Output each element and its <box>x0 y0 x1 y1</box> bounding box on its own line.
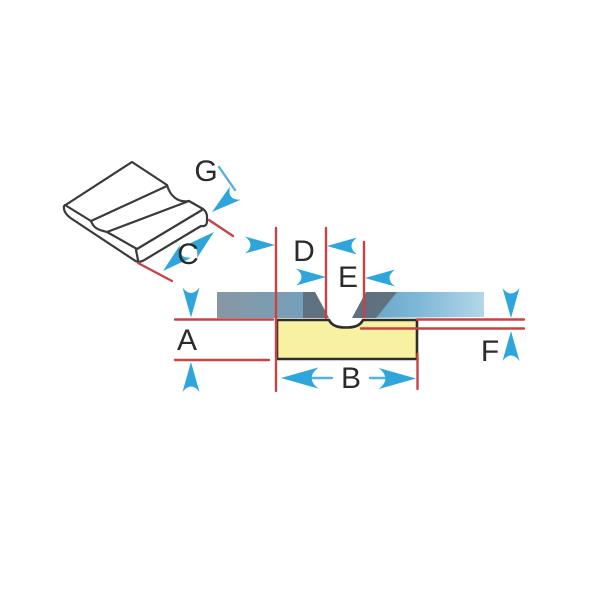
label-c: C <box>177 238 199 271</box>
bar-3d-outline <box>62 160 209 263</box>
backing-bar-cross-section <box>277 320 417 359</box>
isometric-backing-bar <box>62 160 209 263</box>
label-d: D <box>293 235 315 268</box>
g-leader-line <box>217 165 237 192</box>
dimension-labels: G C D E A B F <box>177 155 499 395</box>
bar-3d-groove-near-line <box>105 199 191 234</box>
label-e: E <box>338 261 358 294</box>
label-a: A <box>177 324 197 357</box>
bar-3d-front-corner-edge <box>134 248 140 262</box>
bar-3d-groove-far-line <box>89 184 169 223</box>
dim-c-tick-upper <box>207 218 235 238</box>
dim-c-tick-lower <box>136 261 174 283</box>
backing-bar-border <box>275 318 419 361</box>
dimension-lines <box>136 218 526 393</box>
bar-3d-near-top-edge <box>135 208 204 251</box>
left-plate <box>217 292 329 318</box>
left-plate-bevel-shadow <box>303 292 329 318</box>
label-g: G <box>194 155 217 188</box>
leader-lines <box>217 165 388 380</box>
label-b: B <box>341 362 361 395</box>
cross-section-plates <box>217 292 484 318</box>
label-f: F <box>481 335 499 368</box>
